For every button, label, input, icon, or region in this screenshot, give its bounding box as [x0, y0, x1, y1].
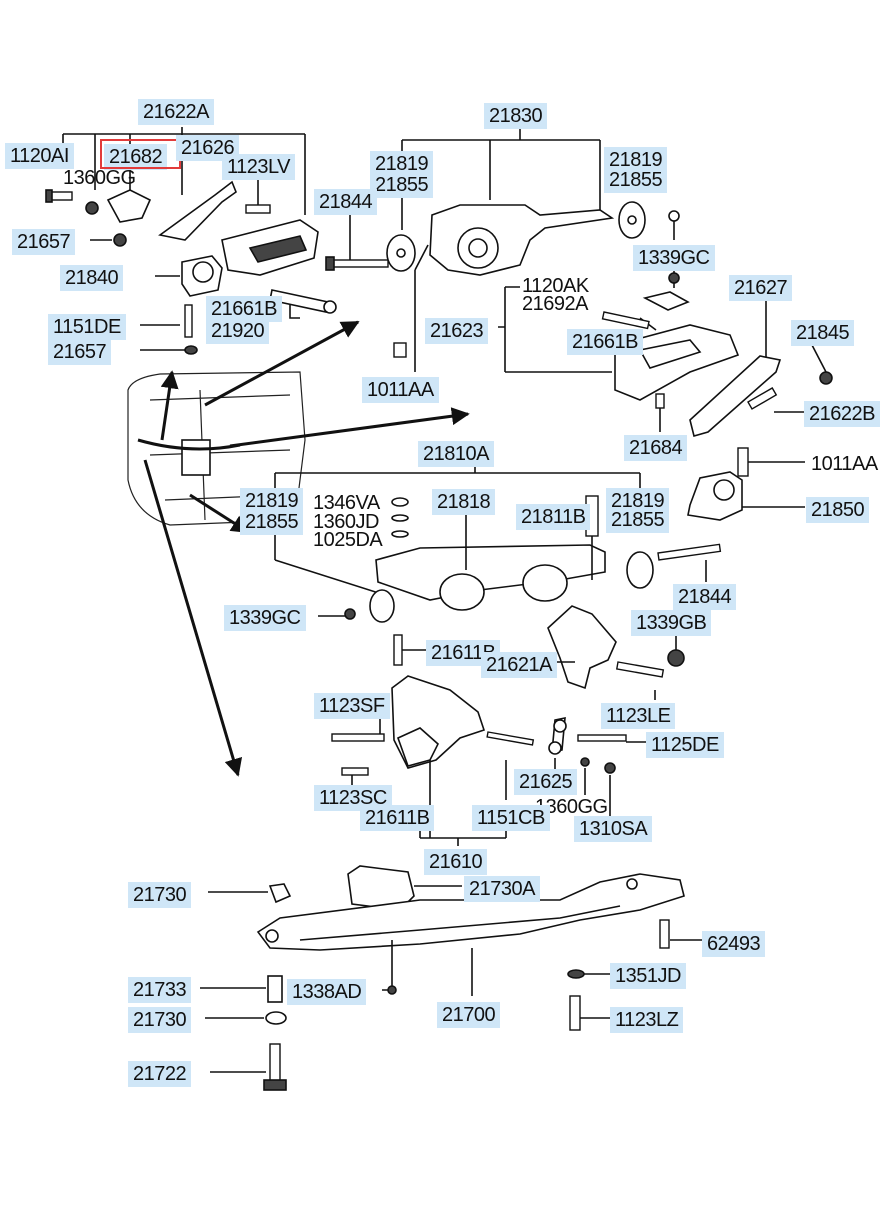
part-label-21682[interactable]: 21682	[104, 144, 168, 170]
part-label-21627[interactable]: 21627	[729, 275, 793, 301]
part-label-21733[interactable]: 21733	[128, 977, 192, 1003]
bracket-icon	[106, 189, 152, 223]
part-label-21623[interactable]: 21623	[425, 318, 489, 344]
part-label-1123LV[interactable]: 1123LV	[222, 154, 295, 180]
part-label-1151DE[interactable]: 1151DE	[48, 314, 126, 340]
part-label-21661B[interactable]: 21661B	[567, 329, 643, 355]
part-label-21611B[interactable]: 21611B	[360, 805, 435, 831]
part-label-21730[interactable]: 21730	[128, 1007, 192, 1033]
part-label-1151CB[interactable]: 1151CB	[472, 805, 550, 831]
part-label-1011AA[interactable]: 1011AA	[811, 453, 878, 475]
part-label-21844[interactable]: 21844	[673, 584, 737, 610]
part-label-1339GB[interactable]: 1339GB	[631, 610, 712, 636]
part-label-1123SF[interactable]: 1123SF	[314, 693, 390, 719]
part-label-1310SA[interactable]: 1310SA	[574, 816, 653, 842]
part-label-1011AA[interactable]: 1011AA	[362, 377, 439, 403]
part-label-21626[interactable]: 21626	[176, 135, 240, 161]
part-label-21810A[interactable]: 21810A	[418, 441, 494, 467]
part-label-1125DE[interactable]: 1125DE	[646, 732, 724, 758]
mount-icon	[614, 324, 740, 401]
part-label-21692A[interactable]: 21692A	[522, 293, 588, 315]
part-label-21625[interactable]: 21625	[514, 769, 578, 795]
nut-icon	[85, 201, 99, 215]
part-label-1120AK[interactable]: 1120AK	[522, 275, 589, 297]
part-label-62493[interactable]: 62493	[702, 931, 766, 957]
part-label-1339GC[interactable]: 1339GC	[633, 245, 715, 271]
crossmember-mount-icon	[375, 544, 606, 601]
rear-mount-group	[325, 128, 680, 372]
part-label-21622B[interactable]: 21622B	[804, 401, 880, 427]
front-mount-bracket-group	[45, 127, 337, 355]
part-label-1025DA[interactable]: 1025DA	[313, 529, 383, 551]
bolt-icon	[45, 189, 73, 203]
part-label-21850[interactable]: 21850	[806, 497, 870, 523]
part-label-21684[interactable]: 21684	[624, 435, 688, 461]
part-label-21657[interactable]: 21657	[12, 229, 76, 255]
part-label-1339GC[interactable]: 1339GC	[224, 605, 306, 631]
part-label-21621A[interactable]: 21621A	[481, 652, 557, 678]
part-label-21818[interactable]: 21818	[432, 489, 496, 515]
lower-bracket-group	[331, 675, 648, 846]
part-label-21730A[interactable]: 21730A	[464, 876, 540, 902]
part-label-1360GG[interactable]: 1360GG	[535, 796, 608, 818]
part-label-21622A[interactable]: 21622A	[138, 99, 214, 125]
part-label-21610[interactable]: 21610	[424, 849, 488, 875]
mount-icon	[347, 865, 415, 911]
part-label-21700[interactable]: 21700	[437, 1002, 501, 1028]
location-arrows	[143, 320, 470, 777]
part-label-1351JD[interactable]: 1351JD	[610, 963, 686, 989]
part-label-1123LE[interactable]: 1123LE	[601, 703, 676, 729]
part-label-1123LZ[interactable]: 1123LZ	[610, 1007, 684, 1033]
bracket-icon	[547, 605, 617, 690]
part-label-21722[interactable]: 21722	[128, 1061, 192, 1087]
mount-icon	[429, 204, 615, 276]
part-label-1360GG[interactable]: 1360GG	[63, 167, 136, 189]
part-label-21855[interactable]: 21855	[370, 172, 434, 198]
part-label-21661B[interactable]: 21661B	[206, 296, 282, 322]
part-label-21830[interactable]: 21830	[484, 103, 548, 129]
side-mount-group	[498, 270, 833, 437]
arm-icon	[158, 180, 237, 241]
part-label-21840[interactable]: 21840	[60, 265, 124, 291]
part-label-21855[interactable]: 21855	[240, 509, 304, 535]
arm-icon	[689, 355, 782, 437]
part-label-1120AI[interactable]: 1120AI	[5, 143, 74, 169]
part-label-21730[interactable]: 21730	[128, 882, 192, 908]
part-label-21920[interactable]: 21920	[206, 318, 270, 344]
part-label-1346VA[interactable]: 1346VA	[313, 492, 380, 514]
part-label-21811B[interactable]: 21811B	[516, 504, 591, 530]
part-label-1360JD[interactable]: 1360JD	[313, 511, 379, 533]
part-label-21845[interactable]: 21845	[791, 320, 855, 346]
part-label-21855[interactable]: 21855	[604, 167, 668, 193]
part-label-21657[interactable]: 21657	[48, 339, 112, 365]
part-label-21855[interactable]: 21855	[606, 507, 670, 533]
insulator-icon	[687, 471, 743, 521]
part-label-1338AD[interactable]: 1338AD	[287, 979, 367, 1005]
part-label-21844[interactable]: 21844	[314, 189, 378, 215]
transmission-mount-group	[274, 447, 805, 700]
